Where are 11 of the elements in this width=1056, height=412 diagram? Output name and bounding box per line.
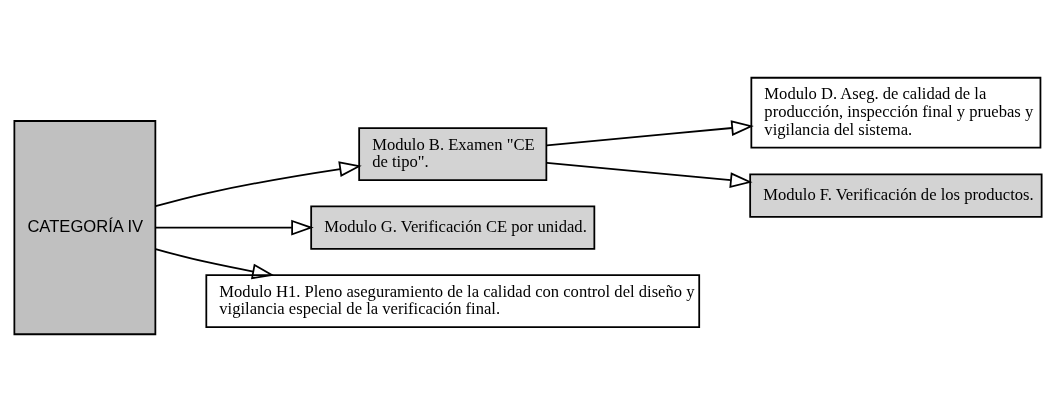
- arrow: [154, 248, 275, 280]
- node-box: Modulo H1. Pleno aseguramiento de la calidad con control del diseño y vigilancia especial de la verificación final.: [205, 274, 701, 329]
- arrow: [546, 162, 753, 188]
- arrow: [154, 161, 362, 208]
- arrow: [546, 120, 754, 147]
- node-box: Modulo D. Aseg. de calidad de la producción, inspección final y pruebas y vigilancia del sistema.: [750, 76, 1042, 149]
- node-box: Modulo F. Verificación de los productos.: [749, 173, 1043, 218]
- node-box: CATEGORÍA IV: [13, 120, 157, 336]
- node-box: Modulo G. Verificación CE por unidad.: [310, 205, 596, 250]
- node-box: Modulo B. Examen "CE de tipo".: [358, 127, 548, 182]
- arrow: [154, 219, 314, 236]
